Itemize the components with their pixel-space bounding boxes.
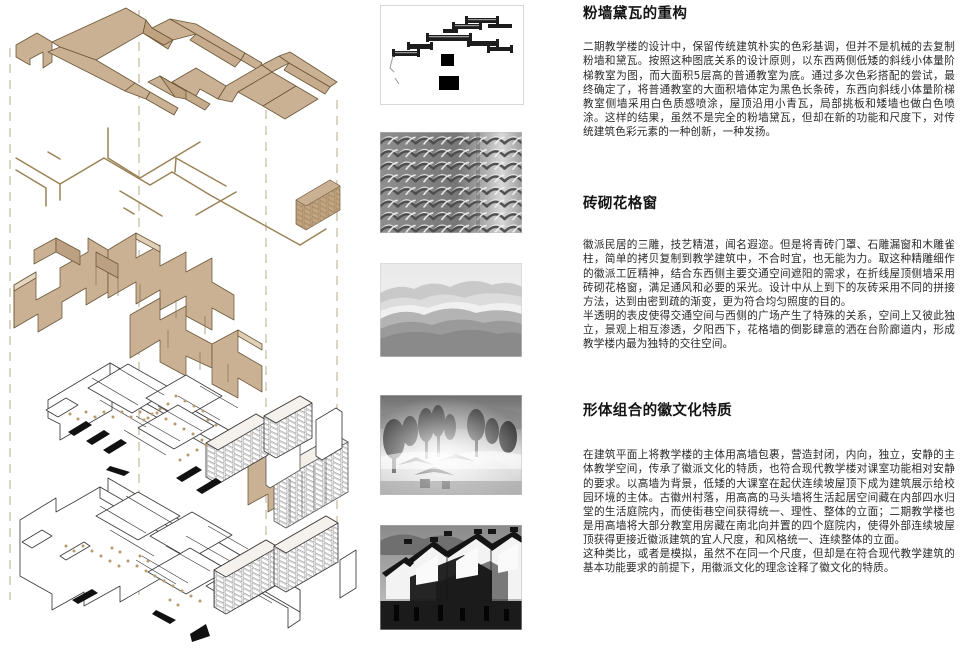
stair-accents-upper: [68, 421, 222, 494]
brick-lattice-graphic: [380, 132, 522, 233]
misty-mountains-graphic: [380, 263, 522, 357]
wall-thin-lines: [95, 265, 229, 382]
text-section-2: 砖砌花格窗 徽派民居的三雕，技艺精湛，闻名遐迩。但是将青砖门罩、石雕漏窗和木雕雀…: [583, 196, 955, 351]
text-section-1: 粉墙黛瓦的重构 二期教学楼的设计中，保留传统建筑朴实的色彩基调，但并不是机械的去…: [583, 6, 955, 139]
reference-photo-strip: [380, 0, 525, 652]
section-1-heading: 粉墙黛瓦的重构: [583, 6, 688, 22]
section-2-paragraph-1: 徽派民居的三雕，技艺精湛，闻名遐迩。但是将青砖门罩、石雕漏窗和木雕雀柱，简单的拷…: [583, 239, 955, 308]
upper-floor-plan: [45, 362, 343, 485]
facade-elevation-graphic: [381, 6, 523, 104]
roof-layer: [15, 7, 338, 120]
section-3-heading: 形体组合的徽文化特质: [583, 403, 732, 419]
section-1-paragraph-1: 二期教学楼的设计中，保留传统建筑朴实的色彩基调，但并不是机械的去复制粉墙和黛瓦。…: [583, 41, 955, 138]
photo-panel-facade-line-elevation: [380, 5, 524, 105]
section-3-paragraph-1: 在建筑平面上将教学楼的主体用高墙包裹，营造封闭，内向，独立，安静的主体教学空间，…: [583, 449, 955, 546]
section-2-heading: 砖砌花格窗: [583, 196, 658, 212]
photo-panel-misty-village: [380, 395, 522, 495]
axonometric-drawing-panel: [0, 0, 370, 652]
photo-panel-brick-lattice: [380, 132, 522, 233]
high-wall-layer: [13, 232, 301, 513]
huizhou-walls-graphic: [380, 525, 522, 630]
misty-village-graphic: [380, 395, 522, 495]
stair-accents-lower: [72, 589, 210, 642]
ground-floor-plan: [19, 477, 357, 629]
photo-panel-huizhou-walls: [380, 525, 522, 630]
description-text-column: 粉墙黛瓦的重构 二期教学楼的设计中，保留传统建筑朴实的色彩基调，但并不是机械的去…: [583, 0, 955, 652]
section-3-paragraph-2: 这种类比，或者是模拟，虽然不在同一个尺度，但却是在符合现代教学建筑的基本功能要求…: [583, 548, 955, 575]
ridge-lines: [15, 127, 327, 246]
furniture-dots-upper: [68, 394, 218, 462]
lattice-block-upper: [295, 179, 341, 231]
text-section-3: 形体组合的徽文化特质 在建筑平面上将教学楼的主体用高墙包裹，营造封闭，内向，独立…: [583, 403, 955, 575]
section-2-paragraph-2: 半透明的表皮使得交通空间与西侧的广场产生了特殊的关系，空间上又彼此独立，景观上相…: [583, 309, 955, 351]
exploded-axonometric-svg: [9, 7, 357, 642]
guide-lines: [9, 10, 338, 600]
photo-panel-misty-mountains: [380, 263, 522, 357]
furniture-dots-lower: [64, 544, 202, 607]
